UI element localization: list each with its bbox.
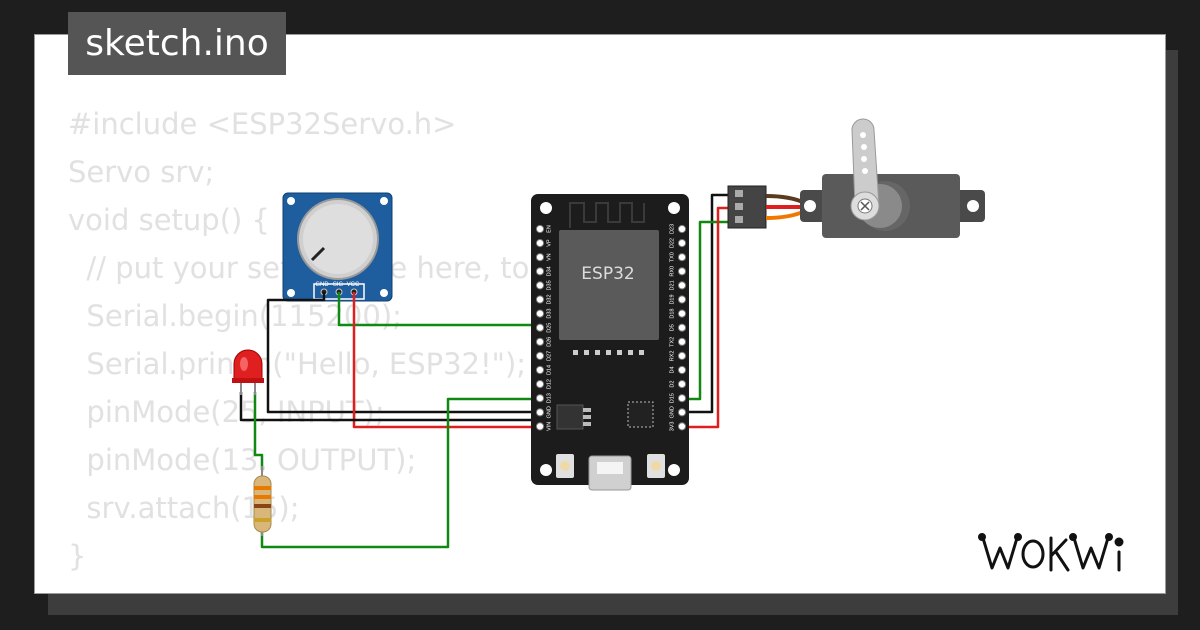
esp32-board[interactable]: ESP32 ENVPVND34D35D32D33D25D26D27D14D12D…: [531, 194, 689, 491]
pin-hole[interactable]: [677, 380, 687, 389]
pin-hole[interactable]: [535, 267, 545, 276]
pin-label: D4: [669, 366, 675, 373]
pin-label: D34: [546, 266, 552, 276]
pin-hole[interactable]: [677, 408, 687, 417]
pin-hole[interactable]: [535, 295, 545, 304]
pin-hole[interactable]: [535, 239, 545, 248]
pin-label: D27: [546, 351, 552, 361]
code-line: }: [68, 539, 87, 573]
servo-horn: [851, 118, 880, 207]
pin-hole[interactable]: [677, 267, 687, 276]
pin-hole[interactable]: [535, 408, 545, 417]
wire-pot-vcc: [352, 292, 540, 429]
pin-hole[interactable]: [677, 337, 687, 346]
pin-label: D15: [669, 393, 675, 403]
pin-hole[interactable]: [677, 239, 687, 248]
wire-resistor-d13: [260, 397, 540, 549]
pin-label: D25: [546, 323, 552, 333]
code-line: Serial.begin(115200);: [68, 299, 402, 333]
resistor[interactable]: [253, 466, 272, 536]
code-line: Servo srv;: [68, 155, 215, 189]
wokwi-logo: [978, 533, 1124, 572]
red-led[interactable]: [232, 349, 264, 395]
servo-motor[interactable]: [727, 118, 985, 238]
pin-label: 3V3: [669, 422, 675, 432]
chip-label: ESP32: [581, 264, 634, 284]
wire-servo-pwm: [682, 220, 728, 401]
pin-label: D22: [669, 238, 675, 248]
wire-servo-vcc: [682, 206, 728, 429]
pin-hole[interactable]: [535, 337, 545, 346]
pin-label: TX0: [669, 252, 675, 262]
pin-label: GND: [546, 406, 552, 418]
pin-hole[interactable]: [535, 281, 545, 290]
pin-hole[interactable]: [535, 351, 545, 360]
pin-label: RX0: [669, 266, 675, 277]
pin-label: VP: [546, 239, 552, 247]
pin-label: VN: [546, 253, 552, 261]
wire-servo-gnd: [682, 193, 728, 414]
pin-hole[interactable]: [535, 394, 545, 403]
pin-hole[interactable]: [677, 295, 687, 304]
pin-hole[interactable]: [677, 351, 687, 360]
pin-hole[interactable]: [677, 323, 687, 332]
pot-pin-label: SIG: [333, 282, 344, 288]
code-line: void setup() {: [68, 203, 270, 237]
pin-hole[interactable]: [677, 224, 687, 234]
pin-label: RX2: [669, 351, 675, 362]
knob-indicator: [310, 246, 326, 262]
potentiometer[interactable]: GND SIG VCC: [282, 192, 393, 302]
pin-label: D18: [669, 309, 675, 319]
pin-label: D5: [669, 324, 675, 331]
pin-hole[interactable]: [677, 253, 687, 262]
file-tab[interactable]: sketch.ino: [68, 12, 286, 75]
wire-pot-gnd: [266, 292, 540, 414]
pin-hole[interactable]: [535, 309, 545, 318]
pin-label: D23: [669, 224, 675, 234]
file-tab-label: sketch.ino: [85, 23, 269, 64]
pin-label: D33: [546, 309, 552, 319]
pin-hole[interactable]: [677, 281, 687, 290]
pin-label: D21: [669, 280, 675, 290]
wire-pot-sig: [337, 292, 540, 327]
pin-label: D32: [546, 294, 552, 304]
pin-hole[interactable]: [535, 224, 545, 234]
pin-hole[interactable]: [535, 253, 545, 262]
pin-hole[interactable]: [535, 380, 545, 389]
pin-hole[interactable]: [535, 365, 545, 375]
pot-pin-label: GND: [315, 282, 329, 288]
code-line: Serial.println("Hello, ESP32!");: [68, 347, 527, 381]
pin-label: D12: [546, 379, 552, 389]
pin-hole[interactable]: [535, 323, 545, 332]
pin-label: D2: [669, 381, 675, 388]
code-line: pinMode(13, OUTPUT);: [68, 443, 417, 477]
pin-hole[interactable]: [677, 365, 687, 375]
code-line: #include <ESP32Servo.h>: [68, 107, 457, 141]
pin-label: D13: [546, 393, 552, 403]
pin-hole[interactable]: [677, 422, 687, 431]
wires: [239, 193, 728, 549]
pin-hole[interactable]: [535, 422, 545, 431]
antenna-icon: [569, 202, 645, 228]
pin-label: GND: [669, 406, 675, 418]
pin-label: D26: [546, 337, 552, 347]
pin-label: D35: [546, 280, 552, 290]
pin-label: D14: [546, 365, 552, 375]
pot-pin-label: VCC: [347, 282, 360, 288]
wire-led-resistor: [253, 392, 264, 470]
wire-led-gnd: [239, 392, 542, 422]
pin-label: EN: [546, 225, 552, 233]
pin-label: TX2: [669, 337, 675, 347]
pin-hole[interactable]: [677, 394, 687, 403]
pin-hole[interactable]: [677, 309, 687, 318]
pin-label: VIN: [546, 422, 552, 431]
pin-label: D19: [669, 294, 675, 304]
